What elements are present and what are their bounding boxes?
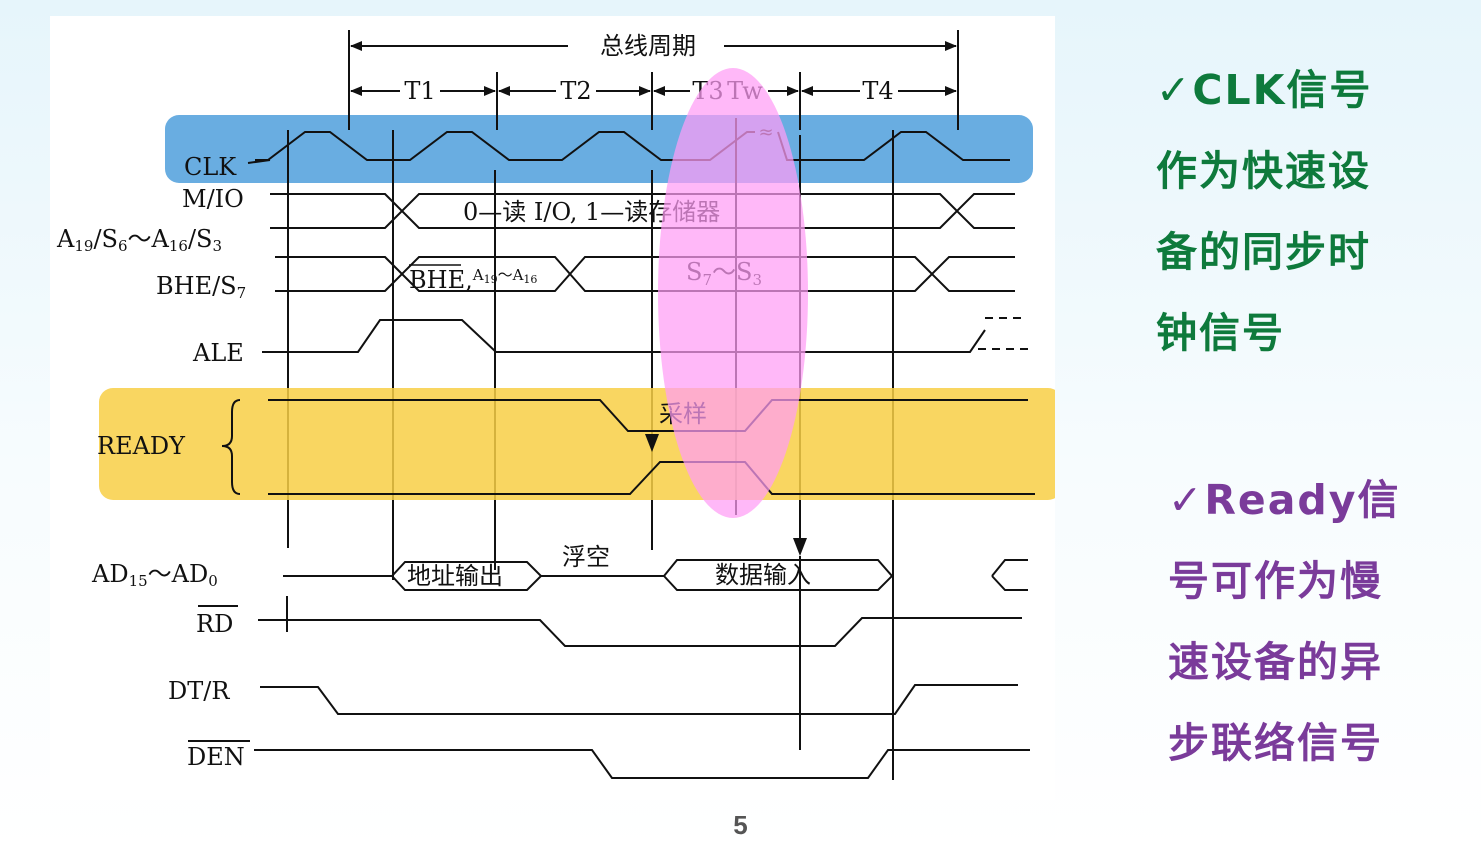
t-state-t2: T2: [560, 77, 591, 105]
ad-waveform: [283, 559, 1028, 591]
a19-s6-a16-s3-label: A19/S6～A16/S3: [56, 225, 222, 255]
ale-label: ALE: [192, 339, 244, 367]
clk-note-line-1: ✓CLK信号: [1156, 66, 1373, 114]
page-number: 5: [733, 810, 748, 840]
ready-note-line-1: ✓Ready信: [1168, 476, 1401, 524]
mio-waveform: [270, 193, 1015, 229]
t-state-t1: T1: [404, 77, 435, 105]
bhe-waveform: [275, 256, 1015, 292]
float-label: 浮空: [562, 543, 610, 571]
ale-next-cycle-dashed: [978, 317, 1030, 350]
ready-note: ✓Ready信 号可作为慢 速设备的异 步联络信号: [1168, 460, 1400, 784]
clk-note: ✓CLK信号 作为快速设 备的同步时 钟信号: [1156, 50, 1372, 374]
t3-sampling-ellipse: [658, 68, 808, 518]
clk-label: CLK: [184, 153, 237, 181]
bhe-annotation: BHE,A19～A16: [409, 266, 537, 294]
den-waveform: [254, 749, 1030, 779]
ready-brace: [221, 399, 241, 495]
clk-highlight-band: [165, 115, 1033, 183]
ready-highlight-band: [99, 388, 1055, 500]
mio-label: M/IO: [182, 185, 244, 213]
den-label: DEN: [187, 743, 245, 771]
clk-note-line-3: 备的同步时: [1156, 228, 1371, 276]
ready-sample-arrow: [645, 434, 659, 452]
ready-label: READY: [97, 432, 186, 460]
ad15-ad0-label: AD15～AD0: [91, 560, 218, 590]
timing-diagram-panel: 总线周期 T1 T2 T3 Tw T4 ≈ 0—读 I/: [50, 16, 1055, 800]
dtr-waveform: [260, 684, 1018, 715]
bhe-s7-label: BHE/S7: [156, 272, 246, 302]
address-output-label: 地址输出: [407, 562, 503, 590]
ready-note-line-4: 步联络信号: [1168, 719, 1383, 767]
rd-waveform: [258, 617, 1022, 647]
t-state-t4: T4: [862, 77, 893, 105]
clk-note-line-2: 作为快速设: [1156, 147, 1371, 195]
ready-note-line-3: 速设备的异: [1168, 638, 1383, 686]
bus-cycle-span: 总线周期: [348, 30, 959, 130]
bus-cycle-label: 总线周期: [600, 32, 696, 60]
bus-read-timing-diagram: 总线周期 T1 T2 T3 Tw T4 ≈ 0—读 I/: [56, 30, 1055, 780]
rd-label: RD: [196, 610, 233, 638]
data-input-label: 数据输入: [715, 561, 811, 589]
ready-note-line-2: 号可作为慢: [1168, 557, 1383, 605]
signal-labels: CLK M/IO A19/S6～A16/S3 BHE/S7 ALE READY …: [56, 153, 271, 771]
dtr-label: DT/R: [168, 677, 230, 705]
t-state-arrows: [350, 72, 957, 130]
ale-waveform: [262, 319, 986, 353]
clk-note-line-4: 钟信号: [1156, 309, 1285, 357]
